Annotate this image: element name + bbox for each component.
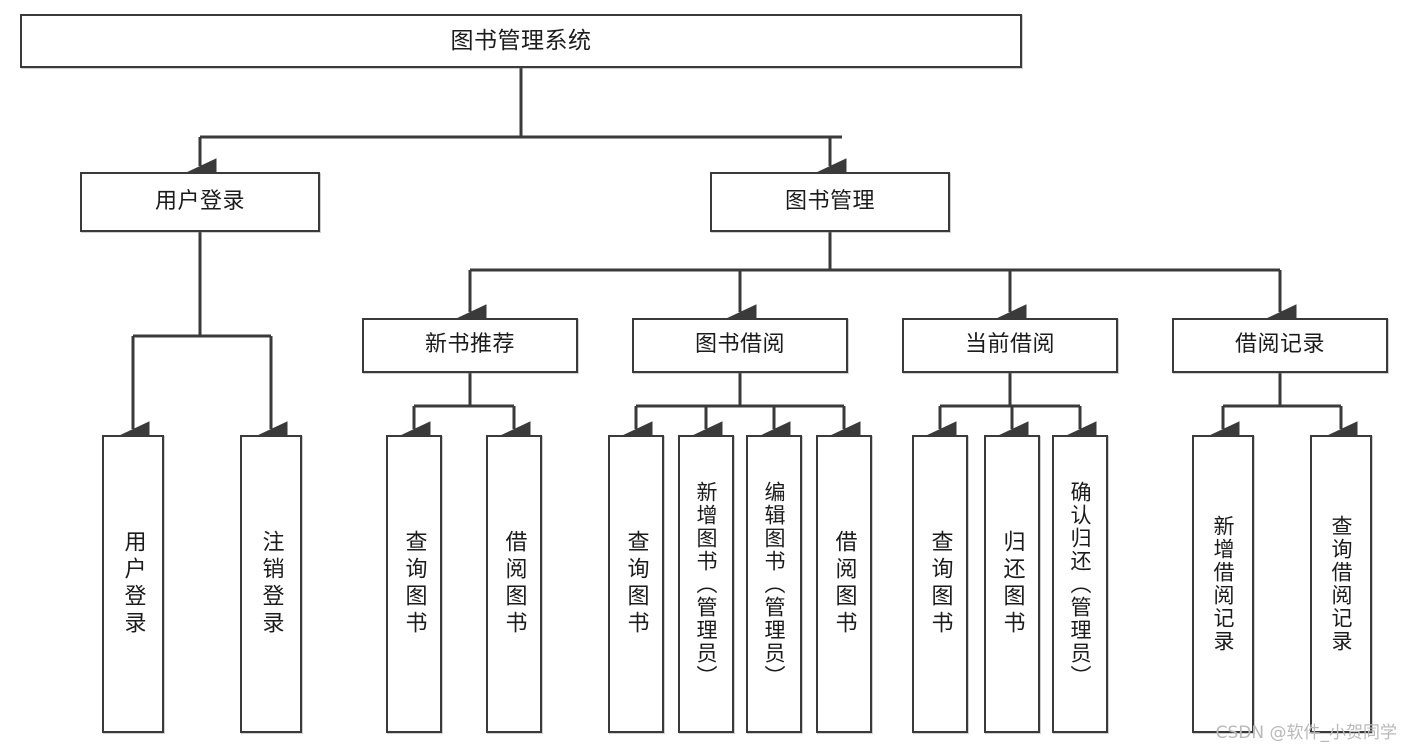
node-user-login[interactable]: 用户登录 bbox=[80, 172, 320, 232]
node-root-label: 图书管理系统 bbox=[450, 27, 592, 54]
node-leaf-query-book-c[interactable]: 查询图书 bbox=[912, 435, 968, 733]
node-leaf-edit-book[interactable]: 编辑图书（管理员） bbox=[746, 435, 802, 733]
node-leaf-logout-label: 注销登录 bbox=[258, 530, 284, 638]
node-leaf-logout[interactable]: 注销登录 bbox=[240, 435, 302, 733]
node-user-login-label: 用户登录 bbox=[154, 188, 245, 214]
node-leaf-borrow-book-rec[interactable]: 借阅图书 bbox=[486, 435, 542, 733]
node-leaf-borrow-book-rec-label: 借阅图书 bbox=[501, 530, 527, 638]
node-leaf-query-book-b-label: 查询图书 bbox=[623, 530, 649, 638]
node-current-borrow[interactable]: 当前借阅 bbox=[902, 318, 1118, 373]
node-leaf-query-book-c-label: 查询图书 bbox=[927, 530, 953, 638]
node-leaf-query-record-label: 查询借阅记录 bbox=[1329, 515, 1354, 653]
node-leaf-confirm-return[interactable]: 确认归还（管理员） bbox=[1052, 435, 1108, 733]
node-leaf-user-login[interactable]: 用户登录 bbox=[102, 435, 164, 733]
node-borrow-record-label: 借阅记录 bbox=[1234, 332, 1325, 358]
node-new-book-rec-label: 新书推荐 bbox=[424, 332, 515, 358]
node-leaf-borrow-book-b-label: 借阅图书 bbox=[831, 530, 857, 638]
node-leaf-query-book-rec[interactable]: 查询图书 bbox=[386, 435, 442, 733]
node-leaf-user-login-label: 用户登录 bbox=[120, 530, 146, 638]
node-leaf-add-record-label: 新增借阅记录 bbox=[1211, 515, 1236, 653]
node-leaf-add-book[interactable]: 新增图书（管理员） bbox=[678, 435, 734, 733]
node-leaf-query-book-rec-label: 查询图书 bbox=[401, 530, 427, 638]
node-current-borrow-label: 当前借阅 bbox=[964, 332, 1055, 358]
node-book-manage-label: 图书管理 bbox=[784, 188, 875, 214]
node-book-borrow[interactable]: 图书借阅 bbox=[632, 318, 848, 373]
node-leaf-add-book-label: 新增图书（管理员） bbox=[694, 480, 719, 688]
node-borrow-record[interactable]: 借阅记录 bbox=[1172, 318, 1388, 373]
node-book-manage[interactable]: 图书管理 bbox=[710, 172, 950, 232]
node-leaf-return-book[interactable]: 归还图书 bbox=[984, 435, 1040, 733]
node-leaf-confirm-return-label: 确认归还（管理员） bbox=[1068, 480, 1093, 688]
node-leaf-query-record[interactable]: 查询借阅记录 bbox=[1310, 435, 1372, 733]
node-leaf-return-book-label: 归还图书 bbox=[999, 530, 1025, 638]
watermark: CSDN @软件_小贺同学 bbox=[1215, 723, 1397, 743]
node-leaf-borrow-book-b[interactable]: 借阅图书 bbox=[816, 435, 872, 733]
node-leaf-edit-book-label: 编辑图书（管理员） bbox=[762, 480, 787, 688]
node-root[interactable]: 图书管理系统 bbox=[20, 14, 1022, 68]
node-book-borrow-label: 图书借阅 bbox=[694, 332, 785, 358]
node-leaf-query-book-b[interactable]: 查询图书 bbox=[608, 435, 664, 733]
node-new-book-rec[interactable]: 新书推荐 bbox=[362, 318, 578, 373]
node-leaf-add-record[interactable]: 新增借阅记录 bbox=[1192, 435, 1254, 733]
